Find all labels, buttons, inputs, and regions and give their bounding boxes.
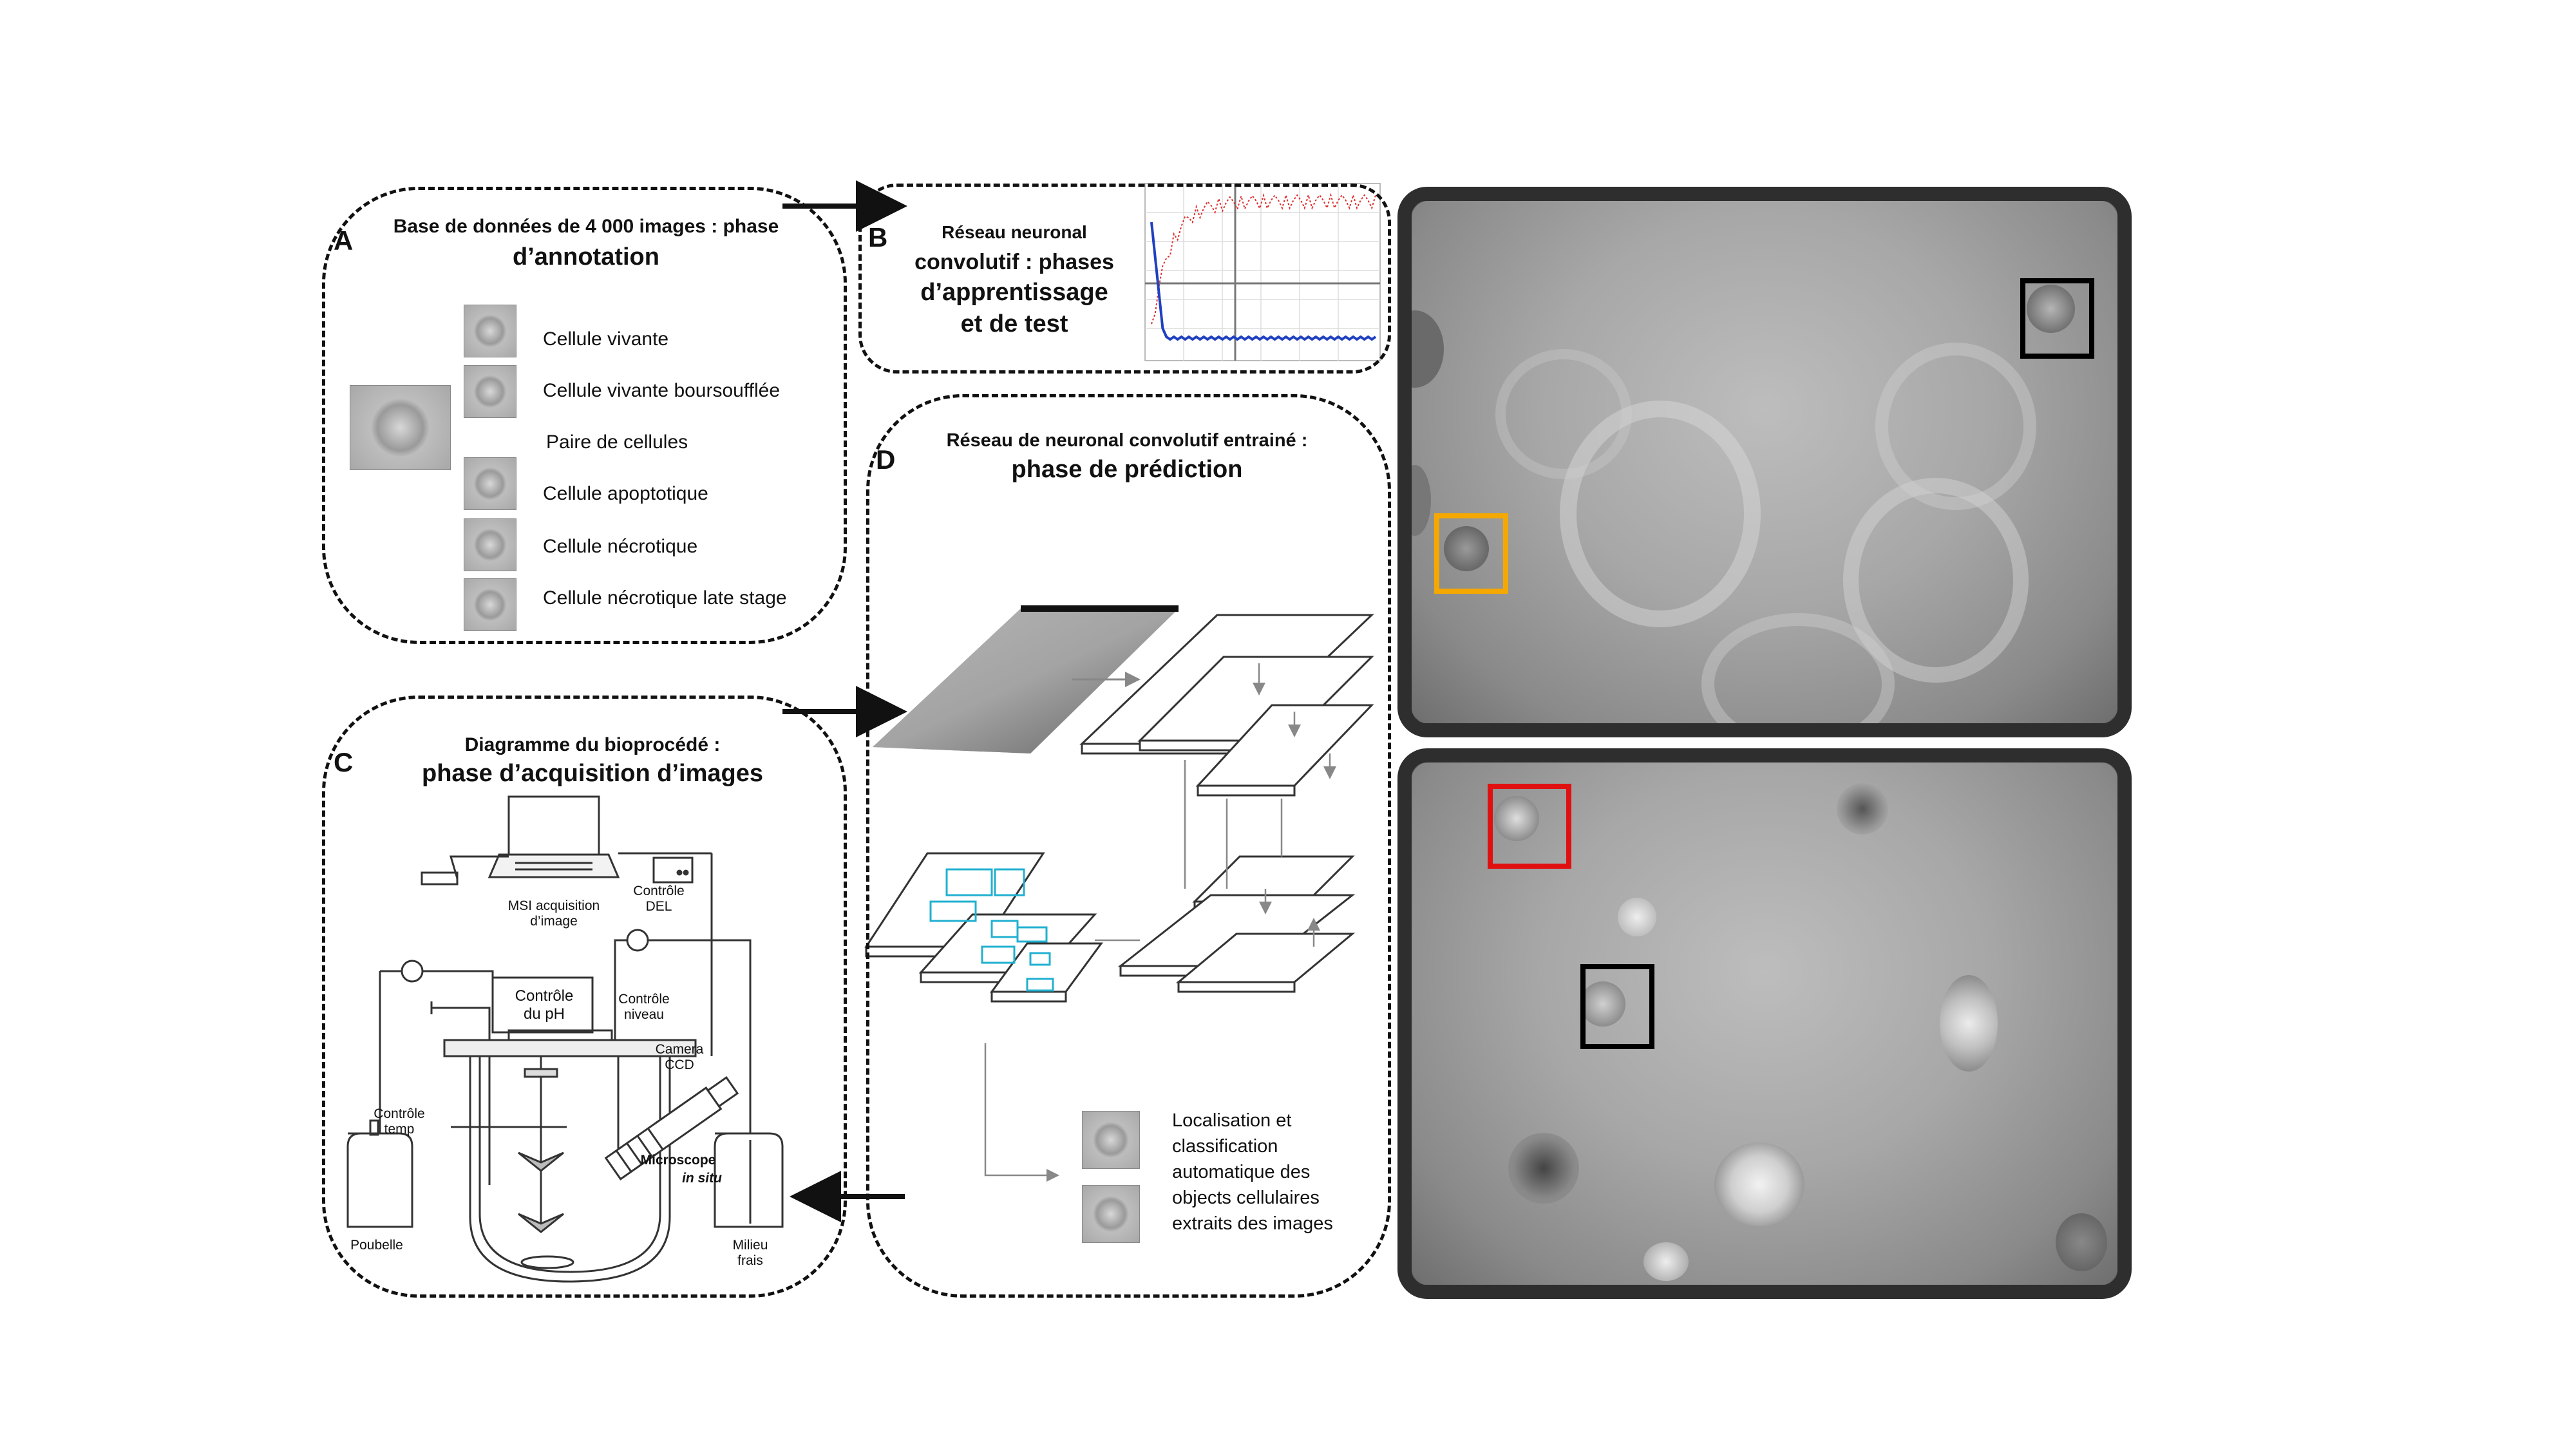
panel-d-frame: [866, 394, 1391, 1298]
thumb-necrotic-late: [464, 578, 516, 631]
label-ph: Contrôle du pH: [515, 987, 574, 1023]
loss-series: [1150, 222, 1377, 341]
detection-box-red: [1488, 784, 1571, 869]
class-label-pair: Paire de cellules: [546, 431, 688, 453]
class-label-necrotic: Cellule nécrotique: [543, 536, 698, 557]
label-del: Contrôle DEL: [633, 884, 685, 914]
detection-box-black-top: [2020, 278, 2094, 359]
thumb-swollen: [464, 365, 516, 418]
cnn-schematic: [864, 605, 1374, 1182]
detection-box-orange: [1434, 513, 1508, 594]
training-chart: [1144, 183, 1381, 361]
output-thumb-2: [1082, 1185, 1140, 1243]
detection-box-black-bottom: [1580, 964, 1654, 1049]
output-thumb-1: [1082, 1111, 1140, 1169]
panel-b-frame: [858, 184, 1391, 374]
label-msi: MSI acquisition d’image: [507, 898, 600, 929]
class-label-live: Cellule vivante: [543, 328, 669, 350]
panel-b-title-line2: convolutif : phases: [914, 250, 1114, 274]
thumb-necrotic: [464, 518, 516, 571]
panel-b-title-line4: et de test: [960, 310, 1068, 337]
accuracy-series: [1151, 193, 1376, 325]
label-poubelle: Poubelle: [350, 1238, 403, 1253]
label-microscope: Microscope: [640, 1153, 716, 1168]
thumb-apoptotic: [464, 457, 516, 510]
micrograph-bottom: [1397, 748, 2132, 1299]
label-niveau: Contrôle niveau: [618, 992, 670, 1023]
class-label-necrotic-late: Cellule nécrotique late stage: [543, 587, 787, 609]
class-label-swollen: Cellule vivante boursoufflée: [543, 380, 781, 401]
micrograph-top: [1397, 187, 2132, 737]
panel-a-letter: A: [334, 225, 354, 256]
output-description: Localisation et classification automatiq…: [1172, 1110, 1333, 1235]
thumb-live: [464, 305, 516, 357]
label-milieu: Milieu frais: [732, 1238, 768, 1269]
panel-d-title-small: Réseau de neuronal convolutif entrainé :: [946, 430, 1308, 451]
label-camera: Camera CCD: [655, 1042, 704, 1073]
panel-a-title-line2: d’annotation: [513, 243, 659, 270]
panel-c-frame: [322, 696, 847, 1298]
panel-c-letter: C: [334, 747, 354, 777]
panel-b-title-line3: d’apprentissage: [920, 279, 1108, 306]
panel-a-frame: [322, 187, 847, 644]
cell-pair-image: [350, 385, 451, 470]
label-temp: Contrôle temp: [374, 1106, 425, 1137]
panel-b-title-line1: Réseau neuronal: [942, 222, 1087, 242]
label-in-situ: in situ: [682, 1171, 722, 1186]
panel-a-title-line1: Base de données de 4 000 images : phase: [393, 216, 779, 237]
panel-d-title-big: phase de prédiction: [1011, 456, 1243, 483]
panel-d-letter: D: [876, 444, 896, 475]
class-label-apoptotic: Cellule apoptotique: [543, 483, 708, 504]
panel-c-title-big: phase d’acquisition d’images: [421, 760, 763, 787]
panel-c-title-small: Diagramme du bioprocédé :: [464, 734, 721, 755]
panel-b-letter: B: [868, 222, 888, 252]
